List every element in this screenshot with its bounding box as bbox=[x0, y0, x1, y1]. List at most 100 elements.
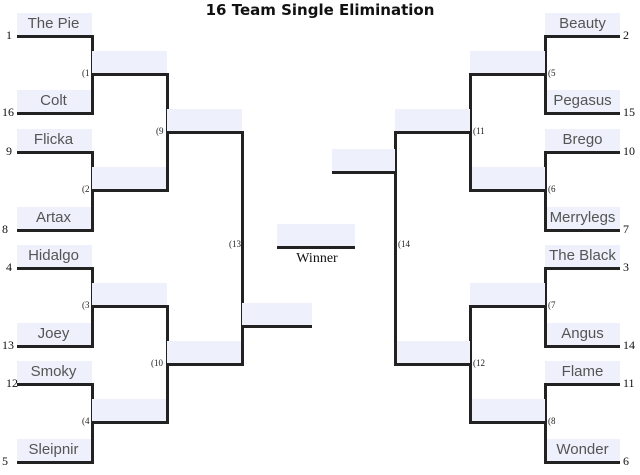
bracket-line bbox=[17, 112, 92, 115]
team-name: Beauty bbox=[559, 15, 606, 32]
round2-slot[interactable] bbox=[470, 167, 545, 189]
round2-slot[interactable] bbox=[92, 51, 167, 73]
bracket-connector bbox=[241, 131, 244, 366]
round3-slot[interactable] bbox=[395, 109, 470, 131]
bracket-connector bbox=[469, 305, 472, 424]
team-slot[interactable] bbox=[545, 323, 620, 345]
final-slot-right[interactable] bbox=[332, 149, 395, 171]
bracket-line bbox=[545, 151, 620, 154]
bracket-line bbox=[17, 461, 92, 464]
bracket-line bbox=[17, 151, 92, 154]
game-number: (13 bbox=[229, 239, 241, 249]
team-name: Wonder bbox=[556, 441, 609, 458]
team-slot[interactable] bbox=[17, 13, 92, 35]
bracket-line bbox=[17, 267, 92, 270]
seed-number: 14 bbox=[623, 338, 635, 352]
team-slot[interactable] bbox=[17, 245, 92, 267]
team-name: Merrylegs bbox=[549, 209, 616, 226]
game-number: (12 bbox=[473, 358, 485, 368]
seed-number: 7 bbox=[623, 222, 629, 236]
bracket-line bbox=[92, 189, 167, 192]
bracket-line bbox=[545, 112, 620, 115]
bracket-connector bbox=[544, 151, 547, 232]
seed-number: 16 bbox=[2, 105, 14, 119]
bracket-connector bbox=[544, 267, 547, 348]
team-name: The Black bbox=[549, 247, 616, 264]
seed-number: 2 bbox=[623, 28, 629, 42]
bracket-line bbox=[470, 189, 545, 192]
team-name: Brego bbox=[562, 131, 603, 148]
bracket-line bbox=[470, 73, 545, 76]
seed-number: 11 bbox=[623, 376, 635, 390]
game-number: (3 bbox=[82, 300, 90, 310]
bracket-connector bbox=[544, 383, 547, 464]
game-number: (9 bbox=[156, 126, 164, 136]
round2-slot[interactable] bbox=[92, 283, 167, 305]
final-slot-left[interactable] bbox=[242, 303, 312, 325]
seed-number: 9 bbox=[6, 144, 12, 158]
seed-number: 10 bbox=[623, 144, 635, 158]
team-slot[interactable] bbox=[17, 323, 92, 345]
bracket-line bbox=[470, 305, 545, 308]
bracket-line bbox=[167, 131, 242, 134]
team-name: Angus bbox=[561, 325, 604, 342]
bracket-line bbox=[395, 131, 470, 134]
team-name: Flame bbox=[561, 363, 604, 380]
winner-slot[interactable] bbox=[277, 224, 355, 246]
seed-number: 3 bbox=[623, 260, 629, 274]
seed-number: 12 bbox=[6, 376, 18, 390]
round2-slot[interactable] bbox=[92, 399, 167, 421]
game-number: (11 bbox=[473, 126, 485, 136]
team-slot[interactable] bbox=[17, 129, 92, 151]
round3-slot[interactable] bbox=[167, 109, 242, 131]
game-number: (6 bbox=[548, 184, 556, 194]
seed-number: 1 bbox=[6, 28, 12, 42]
round2-slot[interactable] bbox=[92, 167, 167, 189]
bracket-line bbox=[277, 246, 355, 249]
seed-number: 5 bbox=[2, 454, 8, 468]
team-slot[interactable] bbox=[545, 129, 620, 151]
bracket-line bbox=[92, 73, 167, 76]
round2-slot[interactable] bbox=[470, 283, 545, 305]
game-number: (2 bbox=[82, 184, 90, 194]
team-slot[interactable] bbox=[17, 207, 92, 229]
round2-slot[interactable] bbox=[470, 399, 545, 421]
bracket-line bbox=[92, 305, 167, 308]
team-name: Pegasus bbox=[553, 92, 612, 109]
team-slot[interactable] bbox=[545, 361, 620, 383]
team-name: Smoky bbox=[30, 363, 77, 380]
bracket-line bbox=[545, 229, 620, 232]
game-number: (4 bbox=[82, 416, 90, 426]
round3-slot[interactable] bbox=[395, 341, 470, 363]
bracket-line bbox=[470, 421, 545, 424]
bracket-connector bbox=[469, 73, 472, 192]
bracket-line bbox=[92, 421, 167, 424]
game-number: (10 bbox=[151, 358, 163, 368]
bracket-line bbox=[332, 171, 395, 174]
team-slot[interactable] bbox=[17, 90, 92, 112]
team-name: Sleipnir bbox=[28, 441, 79, 458]
round3-slot[interactable] bbox=[167, 341, 242, 363]
team-slot[interactable] bbox=[545, 439, 620, 461]
seed-number: 13 bbox=[2, 338, 14, 352]
bracket-line bbox=[545, 383, 620, 386]
team-slot[interactable] bbox=[545, 13, 620, 35]
bracket-line bbox=[17, 35, 92, 38]
round2-slot[interactable] bbox=[470, 51, 545, 73]
team-slot[interactable] bbox=[17, 361, 92, 383]
team-name: Artax bbox=[35, 209, 71, 226]
seed-number: 4 bbox=[6, 260, 12, 274]
team-slot[interactable] bbox=[545, 207, 620, 229]
team-name: Colt bbox=[40, 92, 67, 109]
team-slot[interactable] bbox=[545, 90, 620, 112]
bracket-connector bbox=[394, 131, 397, 366]
team-slot[interactable] bbox=[545, 245, 620, 267]
team-name: Flicka bbox=[33, 131, 74, 148]
bracket-line bbox=[395, 363, 470, 366]
team-name: Hidalgo bbox=[28, 247, 79, 264]
team-slot[interactable] bbox=[17, 439, 92, 461]
bracket-line bbox=[545, 461, 620, 464]
team-name: The Pie bbox=[27, 15, 80, 32]
game-number: (7 bbox=[548, 300, 556, 310]
game-number: (1 bbox=[82, 68, 90, 78]
